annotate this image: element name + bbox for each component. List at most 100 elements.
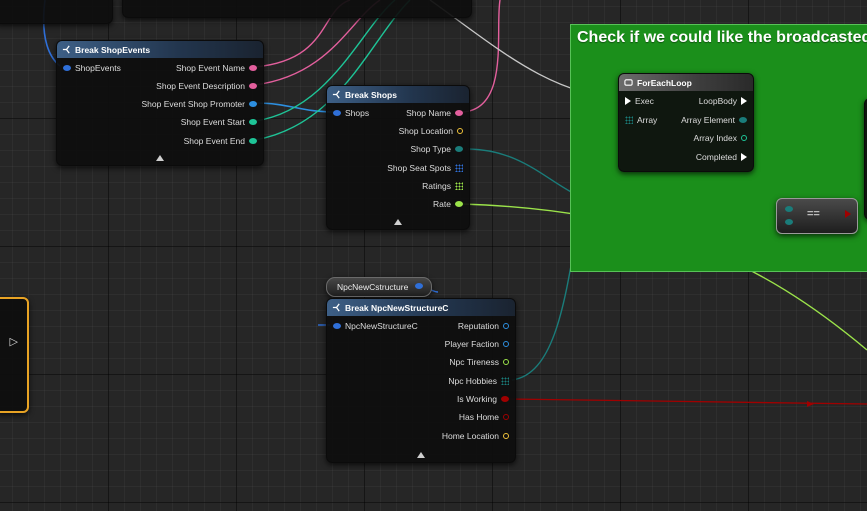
selected-node-left[interactable]: ▷	[0, 297, 29, 413]
pin-loop-body[interactable]: LoopBody	[699, 96, 747, 106]
pin-label: Shop Name	[406, 108, 451, 118]
break-struct-icon	[332, 90, 340, 99]
pin-array[interactable]: Array	[625, 115, 657, 125]
pin-label: Shop Location	[398, 126, 453, 136]
int-pin-icon[interactable]	[741, 135, 747, 141]
node-title: Break ShopEvents	[75, 44, 151, 55]
pin-label: Home Location	[441, 431, 499, 441]
enum-pin-icon[interactable]	[785, 206, 793, 212]
exec-pin-icon[interactable]	[625, 97, 631, 105]
pin-shop-event-start[interactable]: Shop Event Start	[181, 117, 257, 127]
break-shop-events-node[interactable]: Break ShopEvents ShopEvents Shop Event N…	[56, 40, 264, 166]
break-shops-header[interactable]: Break Shops	[327, 86, 469, 103]
struct-pin-icon[interactable]	[63, 65, 71, 71]
expand-arrow-icon[interactable]	[156, 155, 164, 161]
pin-array-index[interactable]: Array Index	[694, 133, 747, 143]
struct-pin-icon[interactable]	[333, 110, 341, 116]
pin-exec[interactable]: Exec	[625, 96, 654, 106]
pin-player-faction[interactable]: Player Faction	[445, 339, 509, 349]
object-pin-icon[interactable]	[503, 341, 509, 347]
pin-label: Shop Seat Spots	[387, 163, 451, 173]
bool-pin-icon[interactable]	[501, 396, 509, 402]
pin-home-location[interactable]: Home Location	[442, 431, 509, 441]
pin-shop-type[interactable]: Shop Type	[411, 144, 463, 154]
break-npc-header[interactable]: Break NpcNewStructureC	[327, 299, 515, 316]
object-pin-icon[interactable]	[249, 101, 257, 107]
pin-label: Array	[637, 115, 658, 125]
exec-out-pin-icon[interactable]: ▷	[9, 336, 18, 348]
pin-label: Has Home	[458, 412, 499, 422]
teal-pin-icon[interactable]	[249, 119, 257, 125]
pin-shop-events[interactable]: ShopEvents	[63, 63, 121, 73]
struct-pin-icon[interactable]	[333, 323, 341, 329]
foreach-loop-node[interactable]: ForEachLoop Exec Array LoopBody Array El…	[618, 73, 754, 172]
string-pin-icon[interactable]	[249, 83, 257, 89]
string-pin-icon[interactable]	[249, 65, 257, 71]
npc-variable-node[interactable]: NpcNewCstructure	[326, 277, 432, 297]
pin-shop-event-end[interactable]: Shop Event End	[184, 136, 257, 146]
pin-array-element[interactable]: Array Element	[681, 115, 747, 125]
wire-event-promoter	[254, 102, 336, 113]
foreach-loop-header[interactable]: ForEachLoop	[619, 74, 753, 91]
string-pin-icon[interactable]	[455, 110, 463, 116]
pin-label: Rate	[433, 199, 451, 209]
pin-completed[interactable]: Completed	[696, 152, 747, 162]
pin-reputation[interactable]: Reputation	[458, 321, 509, 331]
pin-shop-location[interactable]: Shop Location	[399, 126, 463, 136]
pin-label: Ratings	[422, 181, 451, 191]
pin-label: Shop Event Name	[176, 63, 245, 73]
pin-npc-tireness[interactable]: Npc Tireness	[449, 357, 509, 367]
pin-shop-name[interactable]: Shop Name	[406, 108, 463, 118]
vector-pin-icon[interactable]	[457, 128, 463, 134]
equals-node[interactable]: ==	[776, 198, 858, 234]
expand-arrow-icon[interactable]	[394, 219, 402, 225]
array-pin-icon[interactable]	[455, 164, 463, 172]
float-pin-icon[interactable]	[455, 201, 463, 207]
partial-node-top-left[interactable]	[0, 0, 113, 24]
break-shops-node[interactable]: Break Shops Shops Shop Name Shop Locatio…	[326, 85, 470, 230]
expand-arrow-icon[interactable]	[417, 452, 425, 458]
wire-is-working	[507, 398, 867, 405]
break-struct-icon	[332, 303, 340, 312]
pin-label: Shop Event End	[183, 136, 245, 146]
array-pin-icon[interactable]	[501, 377, 509, 385]
array-pin-icon[interactable]	[455, 182, 463, 190]
float-pin-icon[interactable]	[503, 359, 509, 365]
macro-icon	[624, 79, 633, 86]
pin-shop-seat-spots[interactable]: Shop Seat Spots	[387, 163, 463, 173]
teal-pin-icon[interactable]	[249, 138, 257, 144]
object-pin-icon[interactable]	[503, 323, 509, 329]
enum-pin-icon[interactable]	[455, 146, 463, 152]
pin-shop-event-shop-promoter[interactable]: Shop Event Shop Promoter	[142, 99, 257, 109]
pin-label: Shops	[345, 108, 370, 118]
pin-is-working[interactable]: Is Working	[457, 394, 509, 404]
pin-label: Shop Event Shop Promoter	[141, 99, 245, 109]
equals-label: ==	[807, 208, 820, 220]
pin-label: NpcNewStructureC	[345, 321, 418, 331]
pin-has-home[interactable]: Has Home	[459, 412, 509, 422]
vector-pin-icon[interactable]	[503, 433, 509, 439]
pin-npc-struct[interactable]: NpcNewStructureC	[333, 321, 418, 331]
pin-rate[interactable]: Rate	[433, 199, 463, 209]
pin-shop-event-name[interactable]: Shop Event Name	[176, 63, 257, 73]
break-npc-node[interactable]: Break NpcNewStructureC NpcNewStructureC …	[326, 298, 516, 463]
struct-pin-icon[interactable]	[415, 283, 423, 289]
pin-label: ShopEvents	[75, 63, 121, 73]
pin-shops[interactable]: Shops	[333, 108, 369, 118]
exec-pin-icon[interactable]	[741, 153, 747, 161]
enum-pin-icon[interactable]	[785, 219, 793, 225]
bool-pin-icon[interactable]	[845, 210, 851, 218]
exec-pin-icon[interactable]	[741, 97, 747, 105]
comment-title[interactable]: Check if we could like the broadcasted	[577, 29, 867, 46]
pin-label: Is Working	[457, 394, 497, 404]
break-shop-events-header[interactable]: Break ShopEvents	[57, 41, 263, 58]
enum-pin-icon[interactable]	[739, 117, 747, 123]
pin-shop-event-description[interactable]: Shop Event Description	[156, 81, 257, 91]
partial-node-top-center[interactable]	[122, 0, 472, 18]
pin-label: Array Index	[693, 133, 737, 143]
pin-ratings[interactable]: Ratings	[422, 181, 463, 191]
bool-pin-icon[interactable]	[503, 414, 509, 420]
pin-npc-hobbies[interactable]: Npc Hobbies	[448, 376, 509, 386]
array-pin-icon[interactable]	[625, 116, 633, 124]
node-title: Break NpcNewStructureC	[345, 302, 449, 313]
